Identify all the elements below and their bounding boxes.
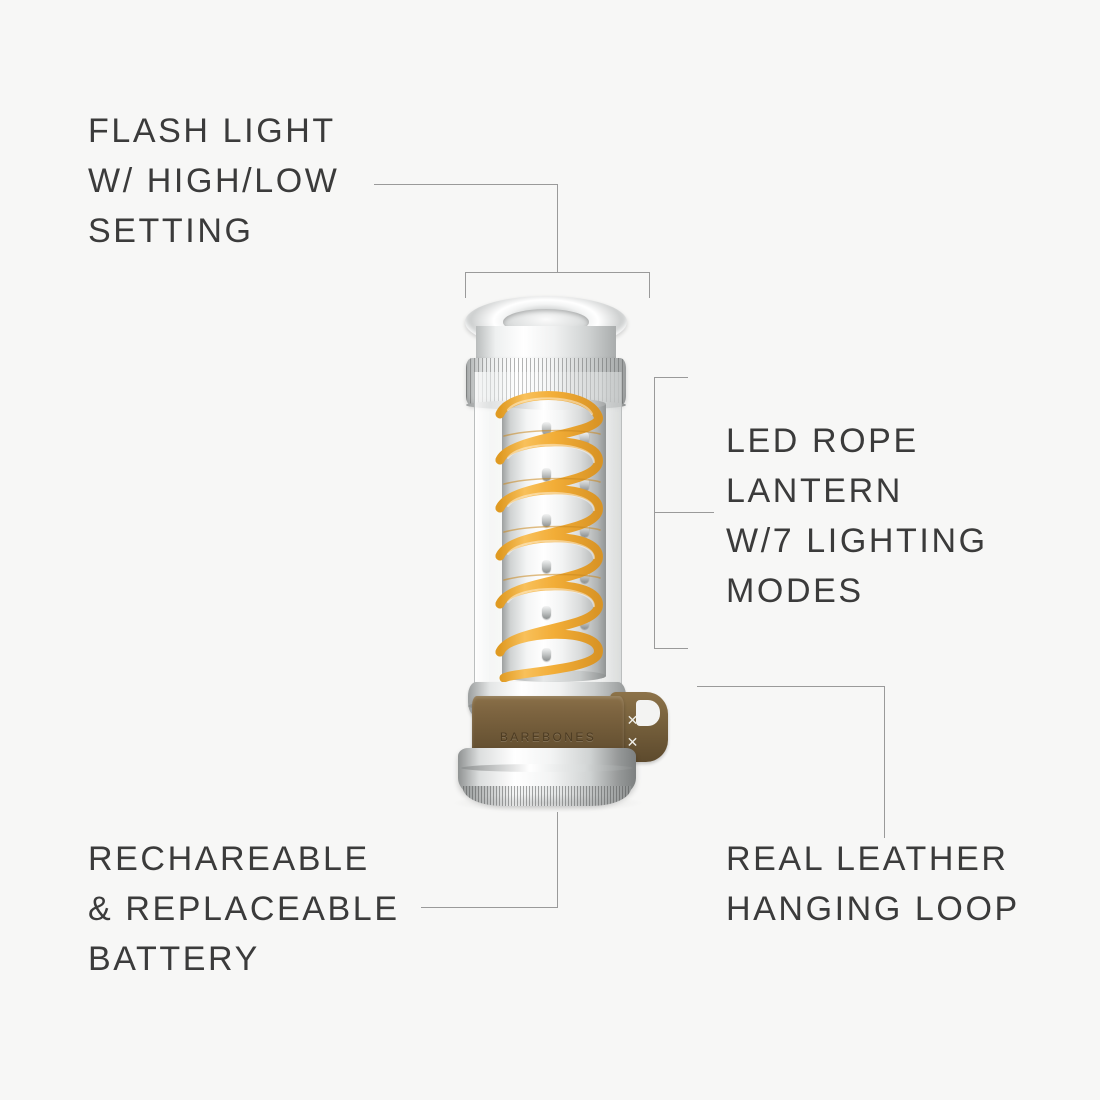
- rope-clip-stud: [580, 570, 589, 583]
- leader-line-battery-horizontal: [421, 907, 558, 908]
- leader-line-leather-vertical: [884, 686, 885, 838]
- leader-line-flashlight-vertical: [557, 184, 558, 272]
- callout-leather-loop: REAL LEATHER HANGING LOOP: [726, 834, 1020, 934]
- rope-clip-stud: [542, 422, 551, 435]
- rope-clip-stud: [580, 478, 589, 491]
- rope-clip-stud: [542, 648, 551, 661]
- rope-clip-stud: [542, 468, 551, 481]
- leader-bracket-ledrope-bottom-tick: [654, 648, 688, 649]
- leader-bracket-flashlight-right-tick: [649, 272, 650, 298]
- callout-led-rope-line-1: LED ROPE: [726, 422, 919, 460]
- base-knurled-edge: [463, 786, 631, 806]
- leader-bracket-flashlight-left-tick: [465, 272, 466, 298]
- loop-stitch-icon: ✕: [626, 734, 639, 750]
- loop-stitch-icon: ✕: [626, 712, 639, 728]
- callout-led-rope: LED ROPE LANTERN W/7 LIGHTING MODES: [726, 416, 988, 616]
- brand-logo-text: BAREBONES: [499, 730, 597, 744]
- callout-battery-line-1: RECHAREABLE: [88, 840, 370, 878]
- rope-clip-stud: [542, 606, 551, 619]
- rope-clip-stud: [580, 432, 589, 445]
- lantern-product-image: BAREBONES ✕ ✕: [430, 296, 680, 816]
- callout-leather-loop-line-2: HANGING LOOP: [726, 890, 1020, 928]
- callout-flashlight-line-3: SETTING: [88, 212, 254, 250]
- callout-battery-line-3: BATTERY: [88, 940, 260, 978]
- callout-battery-line-2: & REPLACEABLE: [88, 890, 400, 928]
- callout-flashlight-line-1: FLASH LIGHT: [88, 112, 336, 150]
- product-ground-shadow: [454, 794, 642, 812]
- rope-clip-stud: [542, 560, 551, 573]
- led-rope-helix: [495, 391, 603, 683]
- leader-line-ledrope-stem: [654, 512, 714, 513]
- callout-led-rope-line-3: W/7 LIGHTING: [726, 522, 988, 560]
- leader-line-leather-horizontal: [697, 686, 885, 687]
- rope-clip-stud: [542, 514, 551, 527]
- callout-led-rope-line-2: LANTERN: [726, 472, 903, 510]
- leather-band: BAREBONES: [472, 696, 624, 758]
- leader-bracket-flashlight-top: [465, 272, 650, 273]
- rope-clip-stud: [580, 524, 589, 537]
- callout-flashlight: FLASH LIGHT W/ HIGH/LOW SETTING: [88, 106, 339, 256]
- callout-flashlight-line-2: W/ HIGH/LOW: [88, 162, 340, 200]
- callout-leather-loop-line-1: REAL LEATHER: [726, 840, 1009, 878]
- leader-line-flashlight-horizontal: [374, 184, 558, 185]
- leader-bracket-ledrope-top-tick: [654, 377, 688, 378]
- leather-loop-opening: [636, 700, 660, 726]
- leader-line-battery-vertical: [557, 812, 558, 908]
- leader-bracket-ledrope-vertical: [654, 377, 655, 649]
- base-cap-ring: [461, 764, 633, 772]
- callout-battery: RECHAREABLE & REPLACEABLE BATTERY: [88, 834, 400, 984]
- callout-led-rope-line-4: MODES: [726, 572, 864, 610]
